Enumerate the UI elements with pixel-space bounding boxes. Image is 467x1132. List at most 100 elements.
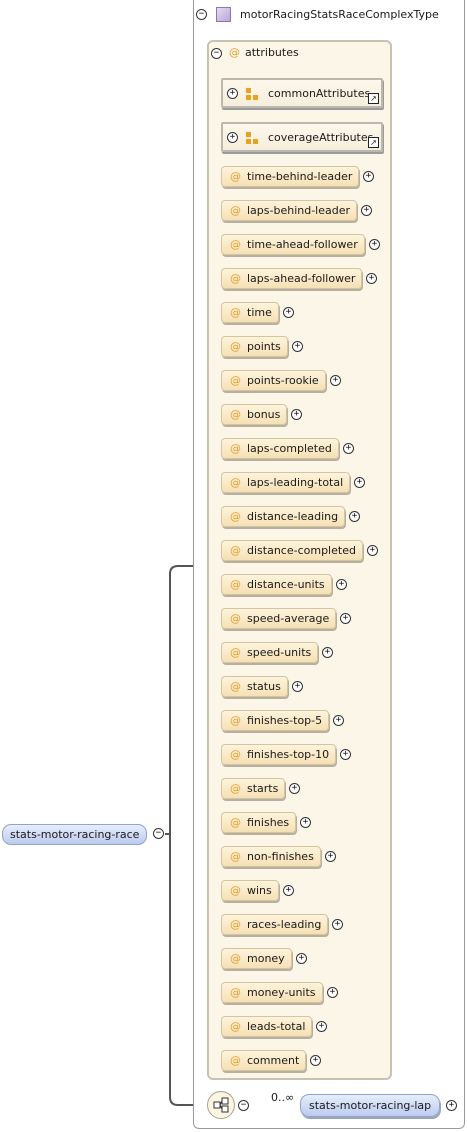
attribute-expand-toggle[interactable]: + xyxy=(332,919,343,930)
attribute-group[interactable]: + commonAttributes↗ xyxy=(221,78,383,108)
attribute-label: laps-ahead-follower xyxy=(247,272,356,285)
attribute-expand-toggle[interactable]: + xyxy=(300,817,311,828)
attribute-at-icon: @ xyxy=(230,680,241,693)
attribute-expand-toggle[interactable]: + xyxy=(322,647,333,658)
root-collapse-toggle[interactable]: − xyxy=(153,828,164,839)
attribute-expand-toggle[interactable]: + xyxy=(283,307,294,318)
attribute-expand-toggle[interactable]: + xyxy=(289,783,300,794)
attribute-expand-toggle[interactable]: + xyxy=(327,987,338,998)
group-expand-toggle[interactable]: + xyxy=(227,88,238,99)
attribute-item[interactable]: @ finishes xyxy=(221,812,297,833)
sequence-collapse-toggle[interactable]: − xyxy=(238,1100,249,1111)
attribute-expand-toggle[interactable]: + xyxy=(325,851,336,862)
sequence-icon xyxy=(213,1097,229,1113)
type-collapse-toggle[interactable]: − xyxy=(196,9,207,20)
attribute-item[interactable]: @comment xyxy=(221,1050,307,1071)
attribute-label: time-behind-leader xyxy=(247,170,353,183)
attribute-expand-toggle[interactable]: + xyxy=(354,477,365,488)
attribute-label: speed-units xyxy=(247,646,312,659)
attribute-label: finishes xyxy=(247,816,290,829)
attribute-item[interactable]: @ points-rookie xyxy=(221,370,326,391)
group-expand-toggle[interactable]: + xyxy=(227,132,238,143)
attribute-expand-toggle[interactable]: + xyxy=(349,511,360,522)
child-occurrence: 0..∞ xyxy=(271,1091,295,1104)
attribute-at-icon: @ xyxy=(230,748,241,761)
attribute-item[interactable]: @points xyxy=(221,336,288,357)
attribute-expand-toggle[interactable]: + xyxy=(361,205,372,216)
attribute-item[interactable]: @bonus xyxy=(221,404,288,425)
attribute-expand-toggle[interactable]: + xyxy=(310,1055,321,1066)
attribute-item[interactable]: @money-units xyxy=(221,982,323,1003)
root-element[interactable]: stats-motor-racing-race xyxy=(2,824,148,845)
reference-link-icon[interactable]: ↗ xyxy=(368,137,379,148)
attribute-at-icon: @ xyxy=(230,952,241,965)
attribute-item[interactable]: @laps-ahead-follower xyxy=(221,268,363,289)
child-expand-toggle[interactable]: + xyxy=(446,1100,457,1111)
attribute-label: distance-units xyxy=(247,578,325,591)
attribute-label: laps-completed xyxy=(247,442,332,455)
attribute-group-label: coverageAttributes xyxy=(268,131,374,144)
attribute-at-icon: @ xyxy=(230,884,241,897)
attribute-expand-toggle[interactable]: + xyxy=(367,545,378,556)
attribute-item[interactable]: @finishes-top-5 xyxy=(221,710,330,731)
attribute-label: points xyxy=(247,340,281,353)
attribute-label: laps-behind-leader xyxy=(247,204,351,217)
attribute-label: races-leading xyxy=(247,918,322,931)
attribute-expand-toggle[interactable]: + xyxy=(336,579,347,590)
attribute-at-icon: @ xyxy=(230,1020,241,1033)
attribute-expand-toggle[interactable]: + xyxy=(333,715,344,726)
attributes-at-icon: @ xyxy=(229,46,240,59)
attribute-at-icon: @ xyxy=(230,374,241,387)
attribute-at-icon: @ xyxy=(230,170,241,183)
attribute-label: money xyxy=(247,952,285,965)
attribute-expand-toggle[interactable]: + xyxy=(291,409,302,420)
sequence-compositor[interactable] xyxy=(207,1091,235,1119)
attribute-item[interactable]: @finishes-top-10 xyxy=(221,744,337,765)
attribute-item[interactable]: @laps-behind-leader xyxy=(221,200,358,221)
attribute-expand-toggle[interactable]: + xyxy=(292,681,303,692)
attribute-item[interactable]: @distance-completed xyxy=(221,540,363,561)
attribute-expand-toggle[interactable]: + xyxy=(340,749,351,760)
attribute-group-icon xyxy=(245,87,259,101)
attribute-item[interactable]: @ speed-average xyxy=(221,608,337,629)
attribute-item[interactable]: @ wins xyxy=(221,880,279,901)
attribute-label: distance-leading xyxy=(247,510,339,523)
attribute-expand-toggle[interactable]: + xyxy=(296,953,307,964)
attribute-expand-toggle[interactable]: + xyxy=(340,613,351,624)
attribute-label: points-rookie xyxy=(247,374,319,387)
attribute-at-icon: @ xyxy=(230,816,241,829)
attribute-item[interactable]: @races-leading xyxy=(221,914,329,935)
attribute-item[interactable]: @starts xyxy=(221,778,286,799)
attribute-label: bonus xyxy=(247,408,281,421)
attribute-item[interactable]: @leads-total xyxy=(221,1016,313,1037)
attribute-item[interactable]: @ money xyxy=(221,948,292,969)
attribute-group-label: commonAttributes xyxy=(268,87,371,100)
attribute-item[interactable]: @time-ahead-follower xyxy=(221,234,365,255)
attribute-item[interactable]: @speed-units xyxy=(221,642,319,663)
attribute-expand-toggle[interactable]: + xyxy=(330,375,341,386)
attribute-item[interactable]: @time xyxy=(221,302,279,323)
attribute-item[interactable]: @laps-leading-total xyxy=(221,472,351,493)
attribute-expand-toggle[interactable]: + xyxy=(292,341,303,352)
attribute-group[interactable]: + coverageAttributes↗ xyxy=(221,122,383,152)
attribute-at-icon: @ xyxy=(230,612,241,625)
reference-link-icon[interactable]: ↗ xyxy=(368,93,379,104)
attribute-expand-toggle[interactable]: + xyxy=(316,1021,327,1032)
attribute-label: speed-average xyxy=(247,612,330,625)
attribute-expand-toggle[interactable]: + xyxy=(369,239,380,250)
attribute-item[interactable]: @distance-leading xyxy=(221,506,346,527)
attribute-item[interactable]: @laps-completed xyxy=(221,438,339,459)
attribute-expand-toggle[interactable]: + xyxy=(363,171,374,182)
attribute-item[interactable]: @ time-behind-leader xyxy=(221,166,360,187)
attribute-expand-toggle[interactable]: + xyxy=(343,443,354,454)
attribute-item[interactable]: @distance-units xyxy=(221,574,332,595)
attribute-label: wins xyxy=(247,884,272,897)
child-element[interactable]: stats-motor-racing-lap xyxy=(300,1094,441,1117)
attribute-expand-toggle[interactable]: + xyxy=(283,885,294,896)
attribute-at-icon: @ xyxy=(230,714,241,727)
attribute-label: distance-completed xyxy=(247,544,356,557)
attributes-collapse-toggle[interactable]: − xyxy=(211,48,222,59)
attribute-item[interactable]: @non-finishes xyxy=(221,846,321,867)
attribute-expand-toggle[interactable]: + xyxy=(366,273,377,284)
attribute-item[interactable]: @status xyxy=(221,676,288,697)
